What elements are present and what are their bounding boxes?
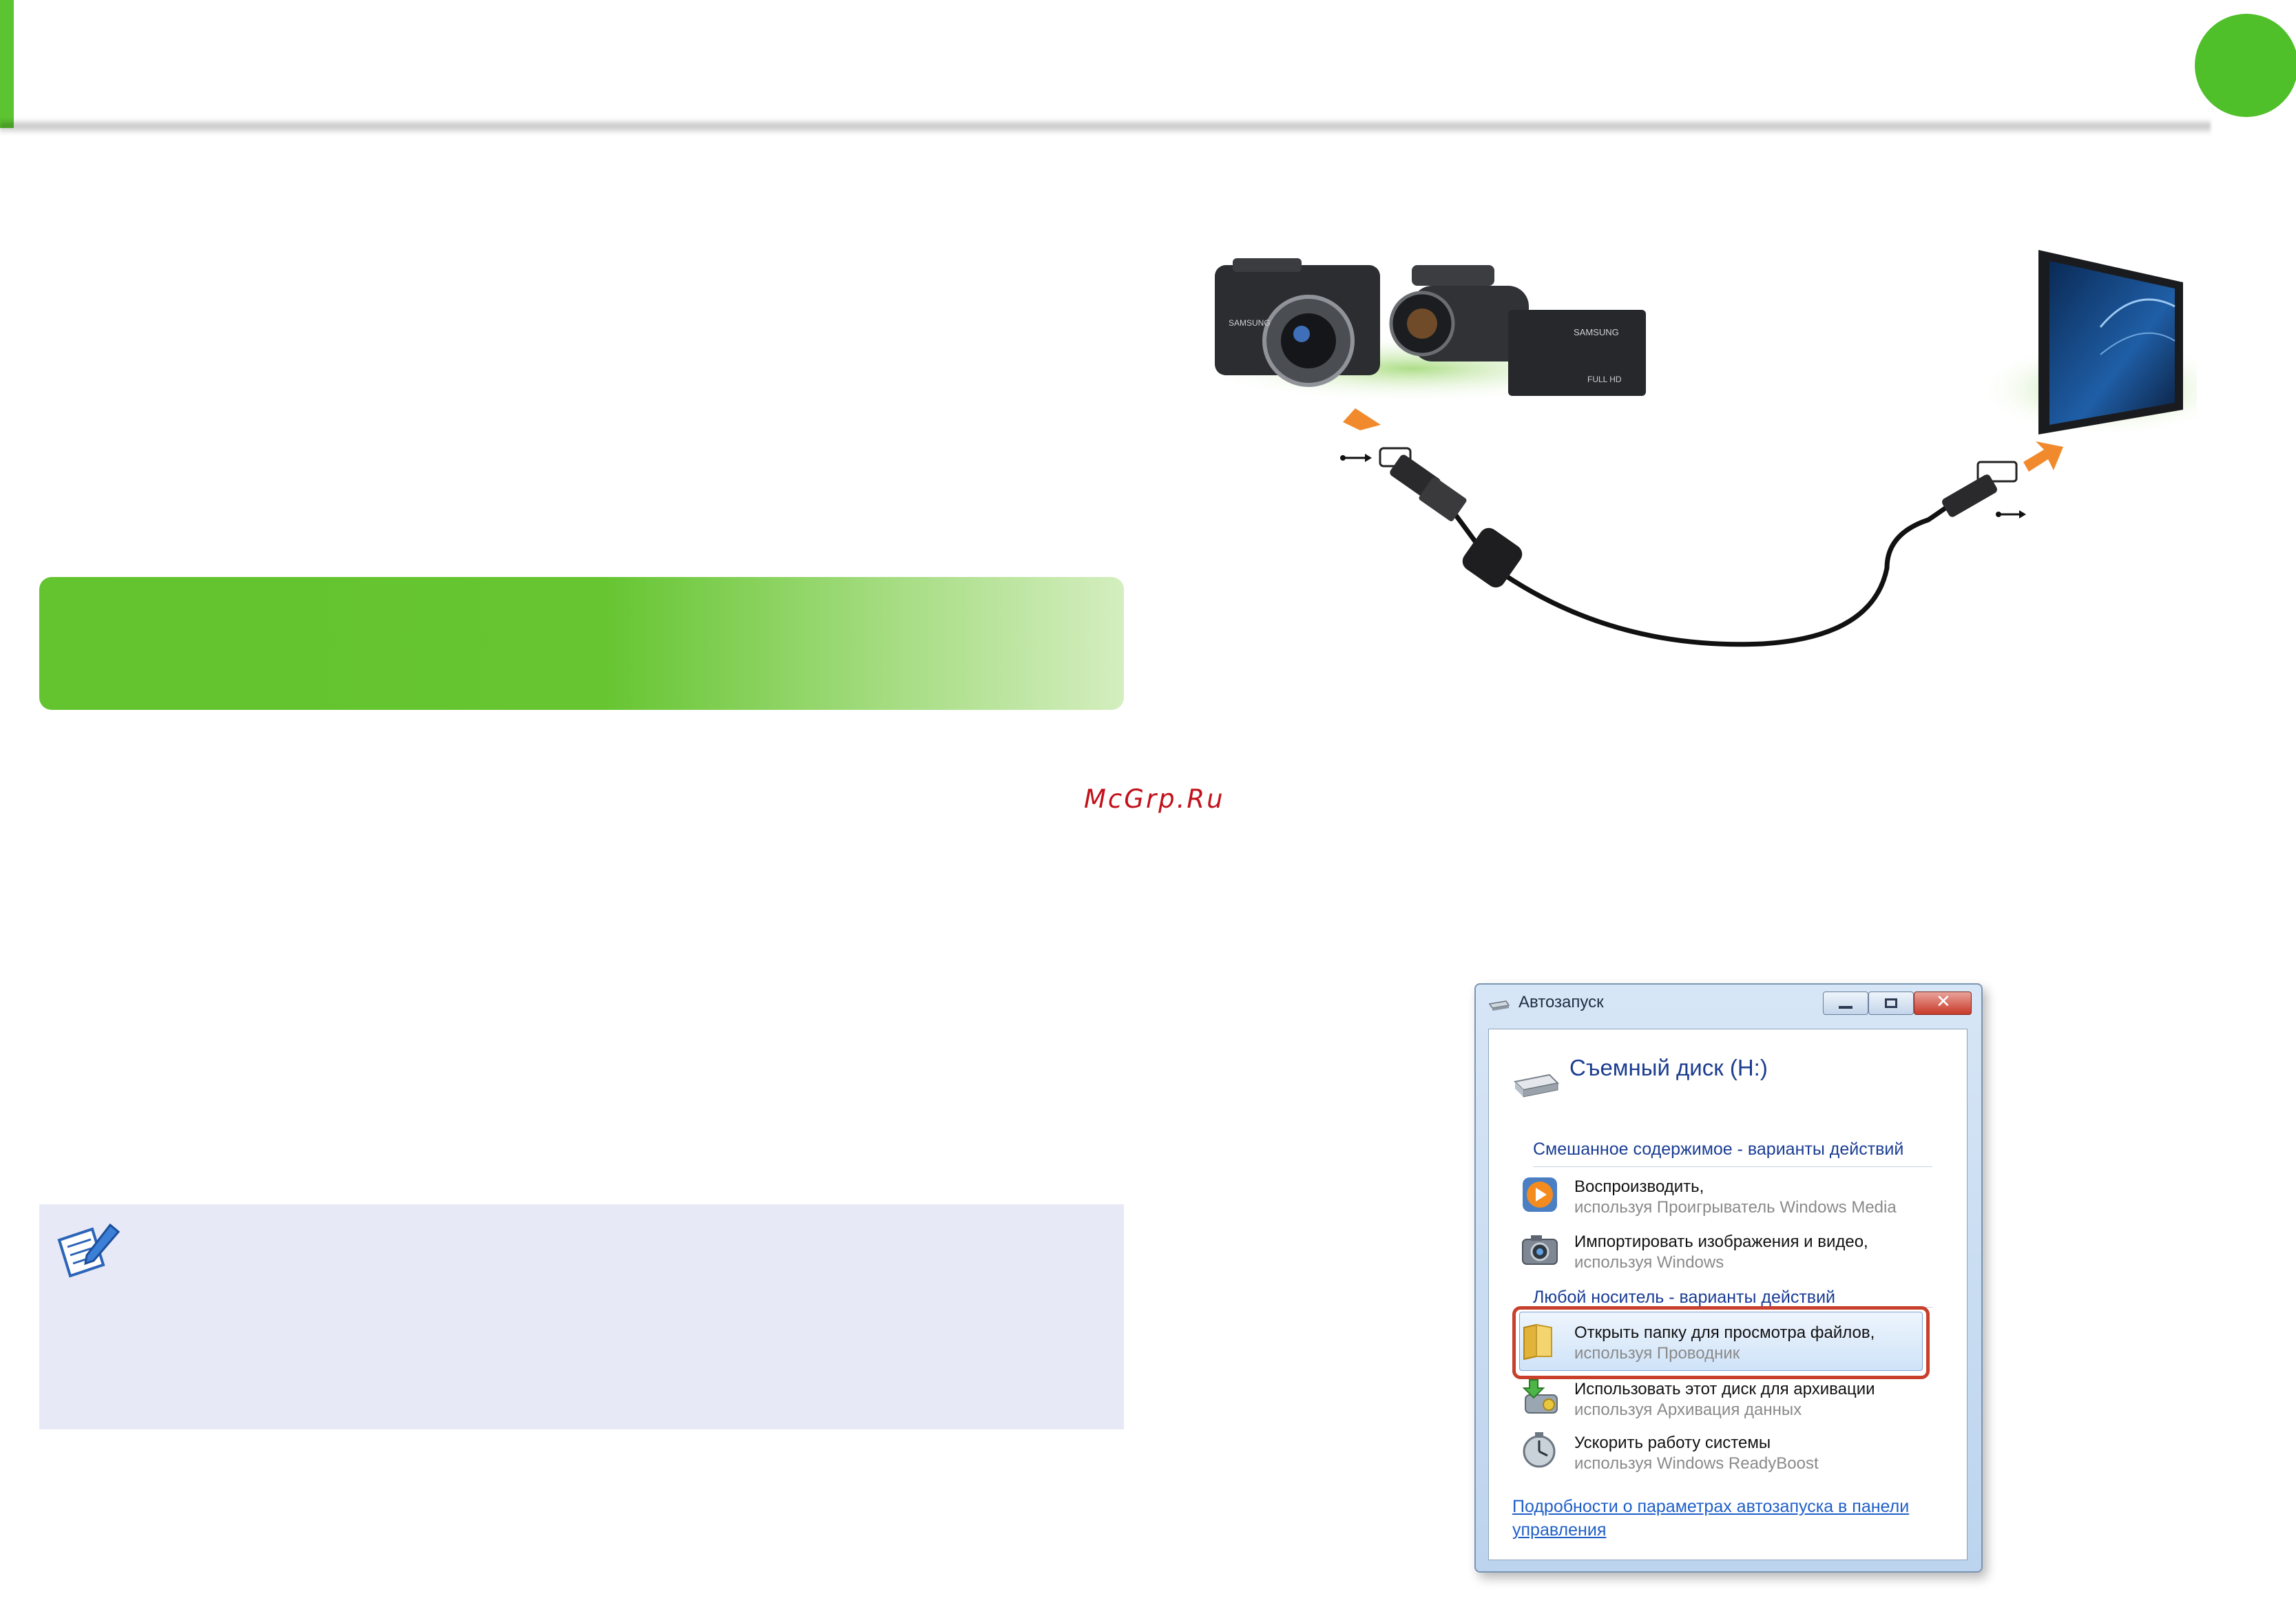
dialog-content <box>1488 1029 1968 1560</box>
note-box <box>39 1204 1124 1429</box>
usb-symbol-right-icon <box>1996 510 2026 518</box>
option-import-label[interactable]: Импортировать изображения и видео, <box>1574 1232 1868 1251</box>
option-backup-sub: используя Архивация данных <box>1574 1401 1802 1419</box>
usb-symbol-left-icon <box>1340 454 1372 462</box>
usb-cable <box>1390 454 1997 647</box>
section-heading-banner <box>39 577 1124 710</box>
header-accent-bar <box>0 0 14 128</box>
watermark-text: McGrp.Ru <box>1084 784 1225 814</box>
autoplay-dialog: Автозапуск ✕ <box>1474 983 1983 1573</box>
camcorder-image: SAMSUNG FULL HD <box>1389 265 1646 396</box>
digital-camera-image: SAMSUNG <box>1215 258 1380 387</box>
usb-connection-illustration: SAMSUNG SAMSUNG FULL HD <box>1191 250 2197 647</box>
backup-icon <box>1522 1379 1558 1414</box>
close-icon: ✕ <box>1936 992 1951 1012</box>
selection-highlight-frame <box>1512 1306 1930 1379</box>
camcorder-brand-label: SAMSUNG <box>1574 327 1619 337</box>
dialog-title: Автозапуск <box>1519 993 1604 1011</box>
option-open-folder-row[interactable] <box>1519 1312 1923 1371</box>
arrow-to-camera-icon <box>1343 408 1381 430</box>
camera-brand-label: SAMSUNG <box>1229 318 1271 328</box>
option-import-sub: используя Windows <box>1574 1253 1724 1272</box>
arrow-to-tablet-icon <box>2023 441 2063 472</box>
camcorder-badge-label: FULL HD <box>1587 375 1622 384</box>
option-readyboost-sub: используя Windows ReadyBoost <box>1574 1454 1819 1473</box>
option-play-label[interactable]: Воспроизводить, <box>1574 1177 1704 1196</box>
disk-heading: Съемный диск (H:) <box>1569 1055 1768 1080</box>
readyboost-icon <box>1523 1432 1556 1468</box>
option-open-folder-sub: используя Проводник <box>1574 1344 1740 1363</box>
tablet-pc-image <box>2038 250 2183 434</box>
minimize-button[interactable] <box>1823 992 1868 1015</box>
camera-icon <box>1522 1235 1558 1265</box>
any-media-group-heading: Любой носитель - варианты действий <box>1533 1288 1836 1307</box>
option-readyboost-label[interactable]: Ускорить работу системы <box>1574 1434 1771 1452</box>
autoplay-settings-link[interactable]: Подробности о параметрах автозапуска в п… <box>1512 1497 1910 1540</box>
option-open-folder-label[interactable]: Открыть папку для просмотра файлов, <box>1574 1323 1875 1342</box>
drive-small-icon <box>1488 1000 1510 1011</box>
option-play-sub: используя Проигрыватель Windows Media <box>1574 1198 1897 1217</box>
dialog-titlebar[interactable]: Автозапуск ✕ <box>1476 985 1981 1026</box>
folder-icon <box>1523 1323 1552 1361</box>
header-divider <box>0 118 2211 135</box>
maximize-button[interactable] <box>1868 992 1914 1015</box>
note-pencil-icon <box>57 1223 121 1278</box>
option-backup-label[interactable]: Использовать этот диск для архивации <box>1574 1380 1875 1398</box>
group-divider <box>1533 1166 1932 1167</box>
chapter-marker-circle <box>2195 14 2296 117</box>
media-player-icon <box>1523 1177 1557 1212</box>
mixed-content-group-heading: Смешанное содержимое - варианты действий <box>1533 1140 1904 1159</box>
close-button[interactable]: ✕ <box>1914 992 1972 1015</box>
removable-disk-icon <box>1513 1073 1560 1098</box>
